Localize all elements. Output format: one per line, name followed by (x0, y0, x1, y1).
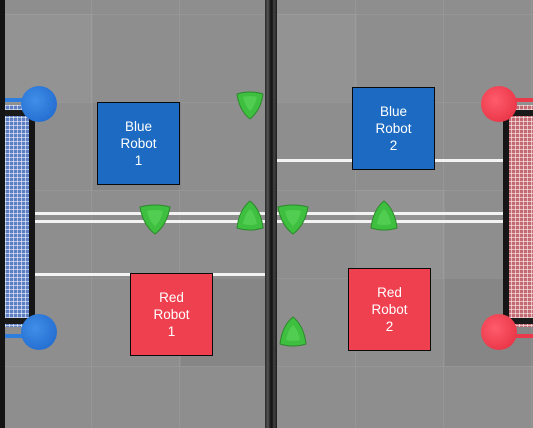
robot-label: Blue Robot 1 (120, 119, 157, 168)
blue-goal-post-bottom (21, 314, 57, 350)
robot-label: Red Robot 2 (371, 285, 408, 334)
red-goal-pipe (505, 334, 533, 338)
blue-goal-net (5, 105, 31, 327)
foam-tile (5, 14, 93, 102)
red-goal-pipe (505, 98, 533, 102)
blue-goal-bottom-bar (5, 318, 35, 324)
triball-icon[interactable] (233, 198, 267, 232)
blue-robot-1[interactable]: Blue Robot 1 (97, 102, 180, 185)
red-goal-bottom-bar (503, 318, 533, 324)
red-robot-1[interactable]: Red Robot 1 (130, 273, 213, 356)
triball-icon[interactable] (367, 198, 401, 232)
blue-goal-pipe (5, 334, 33, 338)
robot-label: Blue Robot 2 (375, 104, 412, 153)
triball-icon[interactable] (276, 202, 310, 236)
triball-icon[interactable] (138, 202, 172, 236)
blue-robot-2[interactable]: Blue Robot 2 (352, 87, 435, 170)
red-goal-net (507, 105, 533, 327)
foam-tile (357, 190, 445, 278)
blue-goal-pipe (5, 98, 33, 102)
triball-icon[interactable] (233, 88, 267, 122)
foam-tile (269, 14, 357, 102)
robot-label: Red Robot 1 (153, 290, 190, 339)
red-goal-top-bar (503, 110, 533, 116)
triball-icon[interactable] (276, 314, 310, 348)
game-field: Blue Robot 1 Blue Robot 2 Red Robot 1 Re… (5, 0, 533, 428)
red-goal-post-bottom (481, 314, 517, 350)
red-goal-frame (503, 100, 509, 332)
blue-goal-top-bar (5, 110, 35, 116)
red-goal-post-top (481, 86, 517, 122)
center-barrier (265, 0, 277, 428)
blue-goal-frame (29, 100, 35, 332)
red-robot-2[interactable]: Red Robot 2 (348, 268, 431, 351)
blue-goal-post-top (21, 86, 57, 122)
